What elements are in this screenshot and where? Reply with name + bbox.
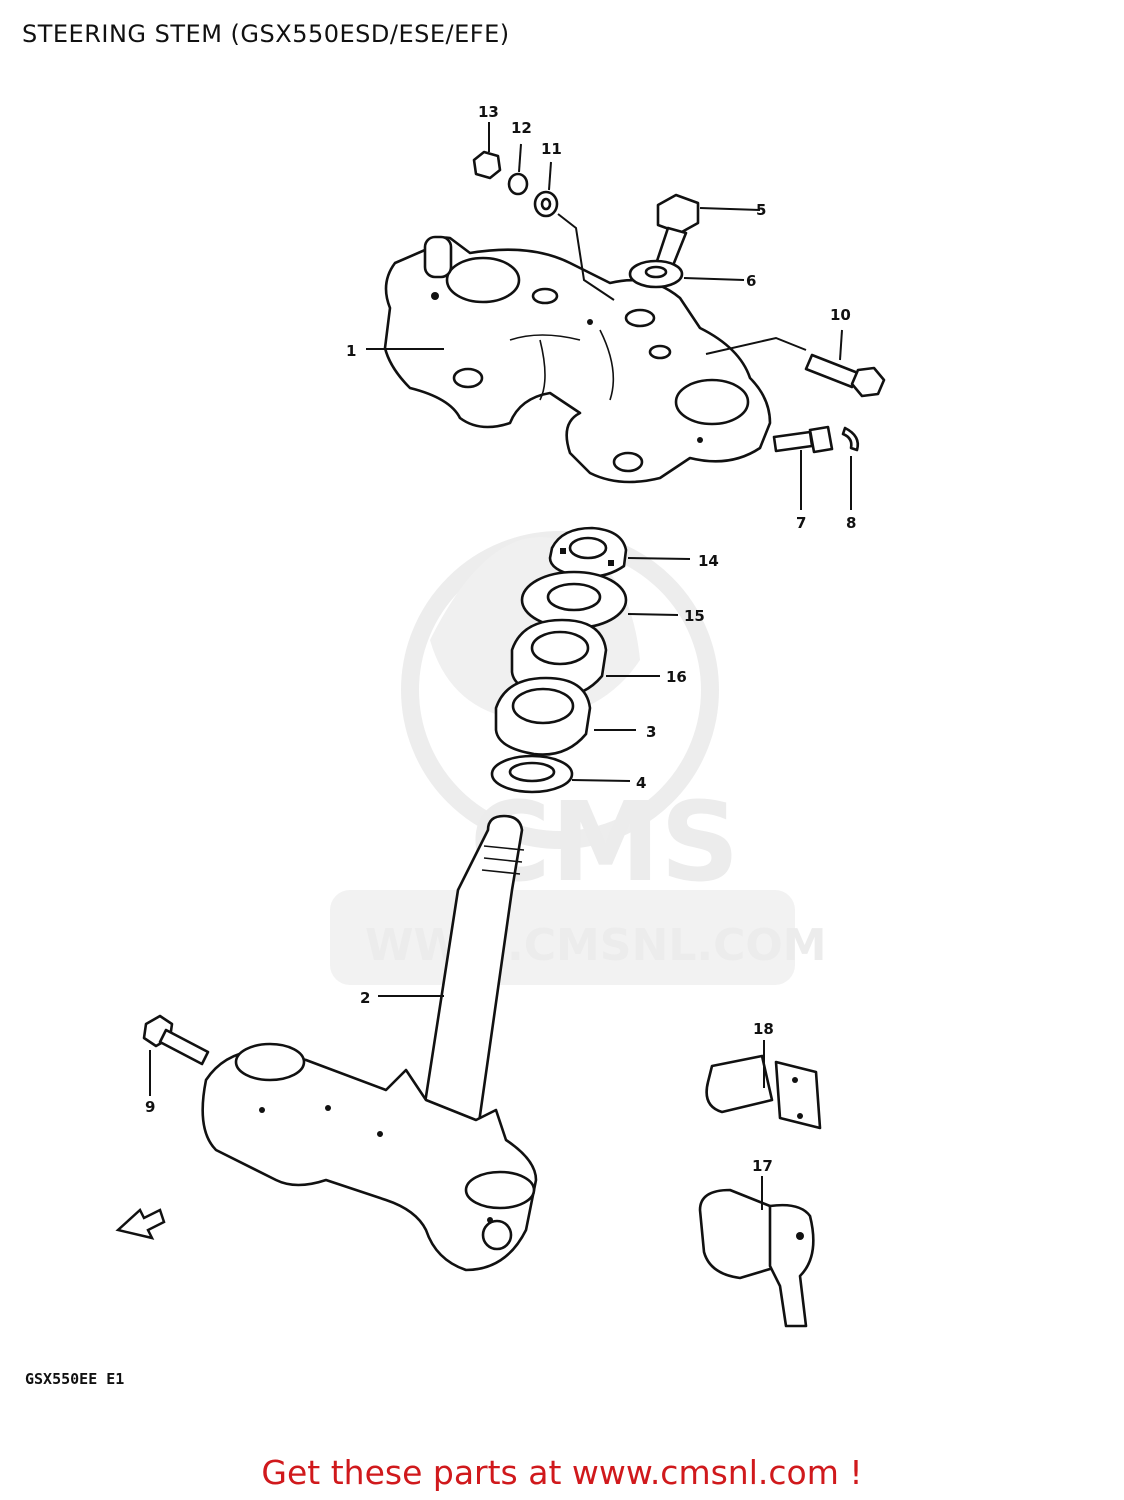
- washer-12: [507, 172, 529, 196]
- upper-bracket: [383, 235, 772, 484]
- bolt-5: [654, 193, 700, 270]
- callout-13: 13: [478, 103, 499, 121]
- cta-banner: Get these parts at www.cmsnl.com !: [0, 1453, 1124, 1492]
- callout-10: 10: [830, 306, 851, 324]
- callout-8: 8: [846, 514, 856, 532]
- steering-nut-14: [548, 526, 628, 579]
- callout-15: 15: [684, 607, 705, 625]
- callout-17: 17: [752, 1157, 773, 1175]
- washer-11: [533, 190, 559, 218]
- watermark-url: WWW.CMSNL.COM: [365, 920, 827, 971]
- clip-8: [841, 426, 860, 452]
- lock-18: [705, 1054, 822, 1130]
- callout-16: 16: [666, 668, 687, 686]
- washer-6: [628, 259, 684, 289]
- nut-13: [472, 150, 502, 180]
- leader-lines: [149, 122, 852, 1210]
- callout-1: 1: [346, 342, 356, 360]
- lock-17: [698, 1188, 815, 1328]
- front-direction-arrow-icon: [115, 1207, 166, 1240]
- callout-7: 7: [796, 514, 806, 532]
- callout-9: 9: [145, 1098, 155, 1116]
- bolt-9: [142, 1014, 210, 1066]
- callout-3: 3: [646, 723, 656, 741]
- callout-5: 5: [756, 201, 766, 219]
- cta-link[interactable]: Get these parts at www.cmsnl.com !: [261, 1453, 863, 1492]
- callout-11: 11: [541, 140, 562, 158]
- page-title: STEERING STEM (GSX550ESD/ESE/EFE): [22, 20, 510, 48]
- callout-12: 12: [511, 119, 532, 137]
- dust-seal-4: [490, 754, 574, 794]
- callout-18: 18: [753, 1020, 774, 1038]
- callout-6: 6: [746, 272, 756, 290]
- callout-14: 14: [698, 552, 719, 570]
- bearing-cover-15: [520, 570, 628, 630]
- callout-2: 2: [360, 989, 370, 1007]
- steering-stem-lower-bracket: [201, 814, 538, 1272]
- bolt-10: [804, 353, 886, 398]
- callout-4: 4: [636, 774, 646, 792]
- bearing-3: [494, 676, 592, 756]
- model-code: GSX550EE E1: [25, 1370, 124, 1388]
- screw-7: [772, 425, 834, 454]
